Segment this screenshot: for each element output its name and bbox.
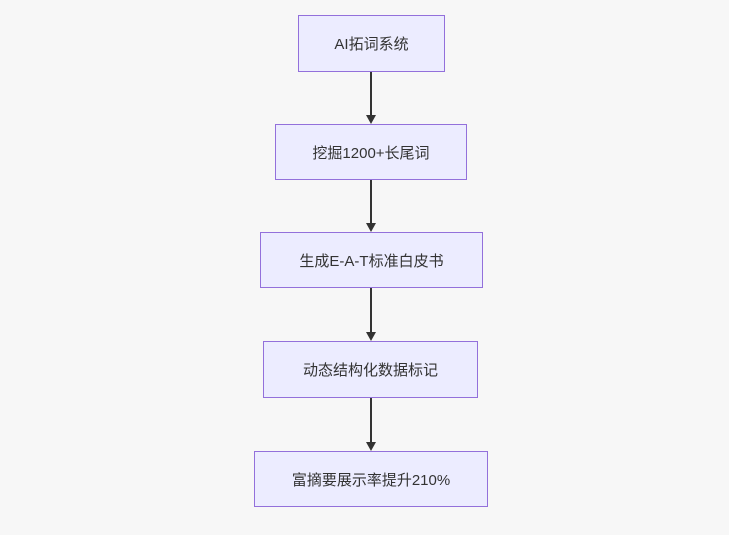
flowchart-node-eat-whitepaper: 生成E-A-T标准白皮书 <box>260 232 483 288</box>
flow-arrow-2 <box>366 180 376 232</box>
arrowhead-down-icon <box>366 332 376 341</box>
node-label: 挖掘1200+长尾词 <box>312 144 430 162</box>
flowchart-node-ai-word-expansion: AI拓词系统 <box>298 15 445 72</box>
flow-arrow-3 <box>366 288 376 341</box>
arrowhead-down-icon <box>366 223 376 232</box>
flowchart-node-structured-data-markup: 动态结构化数据标记 <box>263 341 478 398</box>
flowchart-node-rich-snippet-rate: 富摘要展示率提升210% <box>254 451 488 507</box>
arrow-line <box>370 72 372 115</box>
flowchart-node-longtail-keywords: 挖掘1200+长尾词 <box>275 124 467 180</box>
node-label: 生成E-A-T标准白皮书 <box>299 252 444 270</box>
flow-arrow-4 <box>366 398 376 451</box>
node-label: 富摘要展示率提升210% <box>291 471 451 489</box>
arrow-line <box>370 180 372 223</box>
arrowhead-down-icon <box>366 115 376 124</box>
arrow-line <box>370 288 372 332</box>
node-label: 动态结构化数据标记 <box>302 362 438 379</box>
node-label: AI拓词系统 <box>334 36 409 53</box>
arrowhead-down-icon <box>366 442 376 451</box>
flow-arrow-1 <box>366 72 376 124</box>
arrow-line <box>370 398 372 442</box>
